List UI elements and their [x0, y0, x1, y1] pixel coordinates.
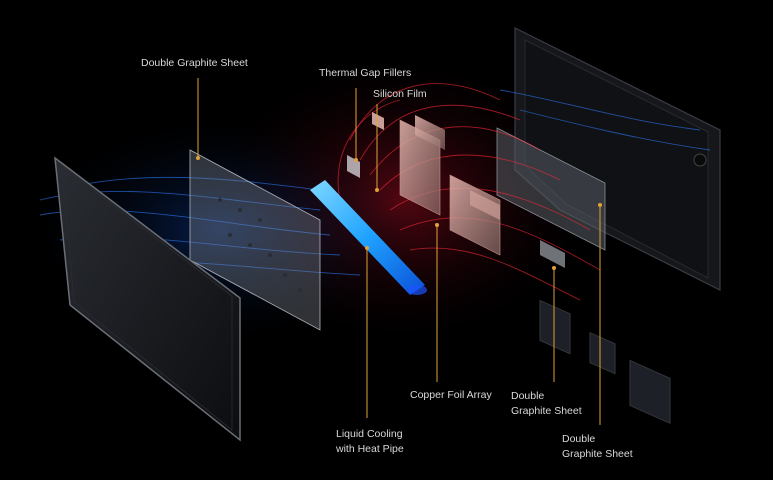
screen-glass: [54, 156, 241, 442]
copper-foil-array: [399, 115, 501, 256]
graphite-sheet-mid: [540, 240, 565, 268]
label-double-graphite-sheet-top: Double Graphite Sheet: [141, 57, 248, 69]
graphite-sheet-left: [189, 149, 321, 331]
graphite-sheet-right: [496, 127, 606, 251]
leader-dots: [196, 156, 602, 270]
graphite-sheet-holes: [218, 198, 302, 292]
label-graphite-right-1: Double: [562, 433, 596, 445]
label-liquid-cooling-1: Liquid Cooling: [336, 428, 403, 440]
label-graphite-mid-1: Double: [511, 390, 545, 402]
label-graphite-mid-2: Graphite Sheet: [511, 405, 582, 417]
label-silicon-film: Silicon Film: [373, 88, 427, 100]
label-graphite-right-2: Graphite Sheet: [562, 448, 633, 460]
leader-lines: [197, 78, 601, 425]
silicon-film-pad: [372, 112, 384, 130]
label-thermal-gap-fillers: Thermal Gap Fillers: [319, 67, 412, 79]
label-copper-foil-array: Copper Foil Array: [410, 389, 492, 401]
label-liquid-cooling-2: with Heat Pipe: [336, 443, 404, 455]
heat-pipe: [310, 180, 425, 295]
